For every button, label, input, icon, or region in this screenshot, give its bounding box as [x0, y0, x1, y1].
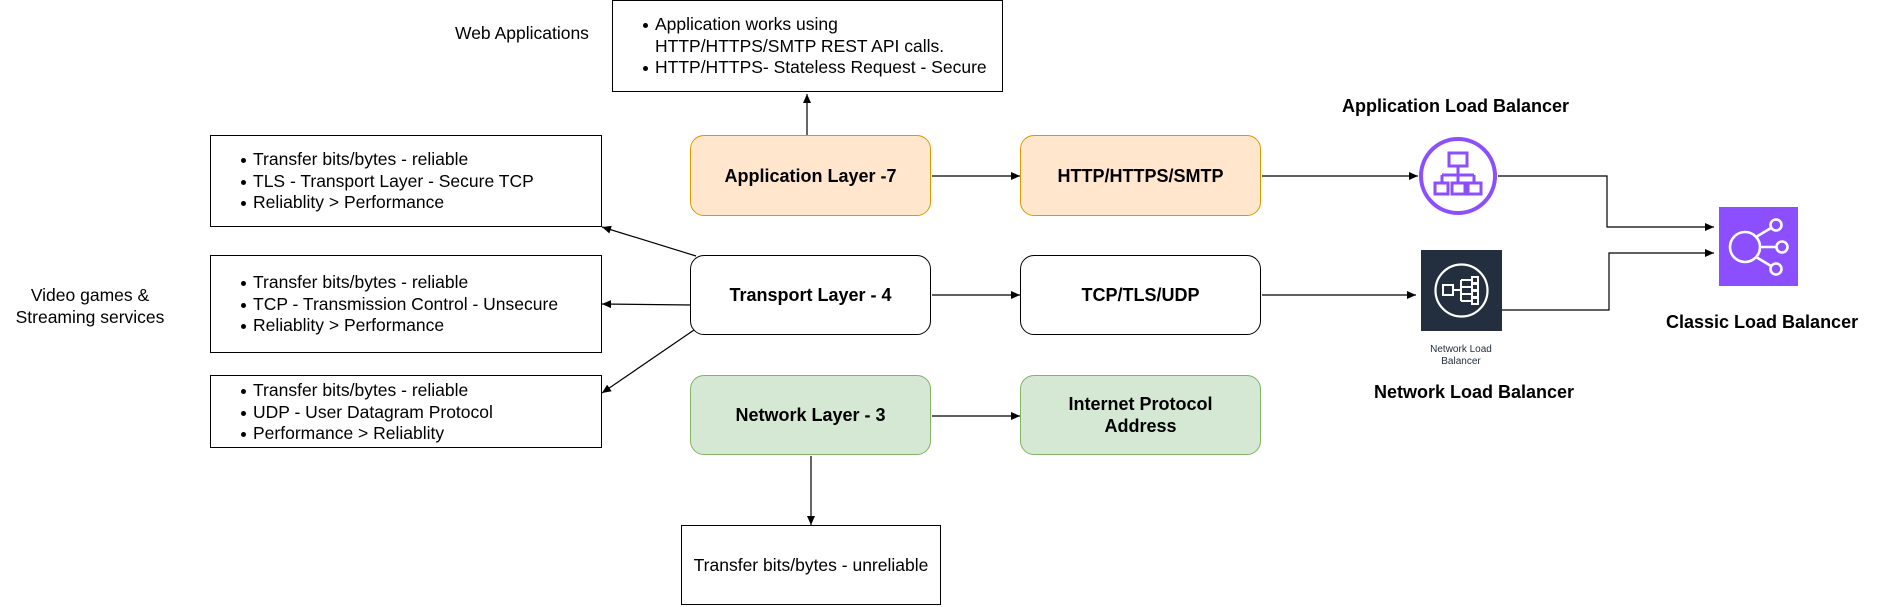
- classic-load-balancer-icon: [1719, 207, 1798, 286]
- video-games-label: Video games & Streaming services: [0, 284, 180, 328]
- transport-layer-box: Transport Layer - 4: [690, 255, 931, 335]
- list-item: Performance > Reliablity: [211, 423, 601, 445]
- network-load-balancer-icon: [1421, 250, 1502, 331]
- list-item: Reliablity > Performance: [211, 192, 601, 214]
- ip-line1: Internet Protocol: [1068, 394, 1213, 414]
- list-item: TCP - Transmission Control - Unsecure: [211, 294, 601, 316]
- tls-info-box: Transfer bits/bytes - reliable TLS - Tra…: [210, 135, 602, 227]
- tcp-protocol-box: TCP/TLS/UDP: [1020, 255, 1261, 335]
- arrow-transport-to-udp: [601, 329, 695, 394]
- video-games-line1: Video games &: [30, 285, 150, 305]
- application-layer-box: Application Layer -7: [690, 135, 931, 216]
- tcp-info-box: Transfer bits/bytes - reliable TCP - Tra…: [210, 255, 602, 353]
- arrow-alb-to-clb: [1498, 175, 1714, 231]
- http-protocol-box: HTTP/HTTPS/SMTP: [1020, 135, 1261, 216]
- video-games-line2: Streaming services: [15, 307, 165, 327]
- nlb-label: Network Load Balancer: [1374, 382, 1575, 402]
- list-item: UDP - User Datagram Protocol: [211, 402, 601, 424]
- unreliable-box: Transfer bits/bytes - unreliable: [681, 525, 941, 605]
- udp-info-box: Transfer bits/bytes - reliable UDP - Use…: [210, 375, 602, 448]
- alb-label: Application Load Balancer: [1342, 96, 1570, 116]
- ip-line2: Address: [1104, 416, 1177, 436]
- list-item: Transfer bits/bytes - reliable: [211, 380, 601, 402]
- web-applications-label: Web Applications: [455, 23, 589, 43]
- web-applications-box: Application works using HTTP/HTTPS/SMTP …: [612, 0, 1003, 92]
- list-item-continuation: HTTP/HTTPS/SMTP REST API calls.: [655, 35, 945, 56]
- arrow-transport-to-tcpbox: [601, 300, 693, 309]
- list-item: HTTP/HTTPS- Stateless Request - Secure: [613, 57, 1002, 79]
- application-load-balancer-icon: [1418, 136, 1498, 216]
- list-item: Reliablity > Performance: [211, 315, 601, 337]
- list-item: TLS - Transport Layer - Secure TCP: [211, 171, 601, 193]
- nlb-icon-caption: Network Load Balancer: [1411, 344, 1511, 368]
- clb-label: Classic Load Balancer: [1666, 312, 1859, 332]
- network-layer-box: Network Layer - 3: [690, 375, 931, 455]
- list-item: Transfer bits/bytes - reliable: [211, 149, 601, 171]
- nlb-caption-line2: Balancer: [1441, 356, 1481, 367]
- arrow-nlb-to-clb: [1502, 249, 1714, 311]
- arrow-transport-to-tls: [601, 225, 697, 257]
- web-applications-list: Application works using HTTP/HTTPS/SMTP …: [613, 14, 1002, 79]
- list-item: Transfer bits/bytes - reliable: [211, 272, 601, 294]
- list-item: Application works using: [613, 14, 1002, 36]
- nlb-caption-line1: Network Load: [1430, 344, 1492, 355]
- ip-protocol-box: Internet Protocol Address: [1020, 375, 1261, 455]
